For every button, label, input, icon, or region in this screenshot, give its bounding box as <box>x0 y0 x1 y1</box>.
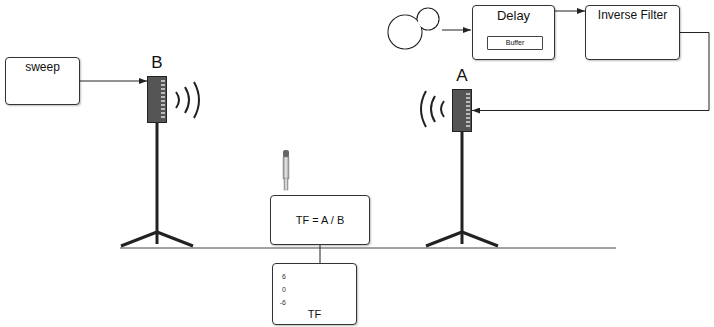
loudspeaker: A <box>452 89 472 132</box>
sound-waves <box>176 82 199 118</box>
process-box: TF = A / B <box>270 195 370 245</box>
floor-line <box>120 248 616 249</box>
axis-tick-label: 6 <box>272 265 286 283</box>
speaker-label: A <box>442 66 482 86</box>
node-label: TF = A / B <box>296 214 345 227</box>
microphone <box>283 150 289 190</box>
speaker-stand <box>121 123 193 246</box>
node-label: sweep <box>25 61 60 75</box>
plot-box: TF <box>272 263 357 325</box>
node-label: Delay <box>497 9 530 24</box>
buffer-box: Buffer <box>487 36 543 50</box>
node-label: Inverse Filter <box>598 9 667 23</box>
node-label: TF <box>308 308 321 321</box>
loudspeaker: B <box>147 76 167 123</box>
signal-connector <box>80 81 147 82</box>
speaker-stand <box>426 132 498 246</box>
process-box: Inverse Filter <box>585 5 680 60</box>
process-box: DelayBuffer <box>472 5 555 60</box>
axis-tick-label: 6 <box>282 273 286 280</box>
node-label: Buffer <box>506 39 525 47</box>
speaker-grille <box>161 80 165 119</box>
axis-tick-label: -6 <box>272 291 286 309</box>
source-head-icon <box>388 8 439 49</box>
speaker-label: B <box>137 53 177 73</box>
source-box: sweep <box>5 57 80 105</box>
sound-waves <box>421 91 444 127</box>
signal-connector <box>555 11 585 12</box>
axis-tick-label: 0 <box>272 278 286 296</box>
signal-connector <box>320 245 321 263</box>
axis-tick-label: 0 <box>282 286 286 293</box>
signal-arrow <box>442 30 471 31</box>
axis-tick-label: -6 <box>280 299 286 306</box>
speaker-grille <box>466 93 470 128</box>
